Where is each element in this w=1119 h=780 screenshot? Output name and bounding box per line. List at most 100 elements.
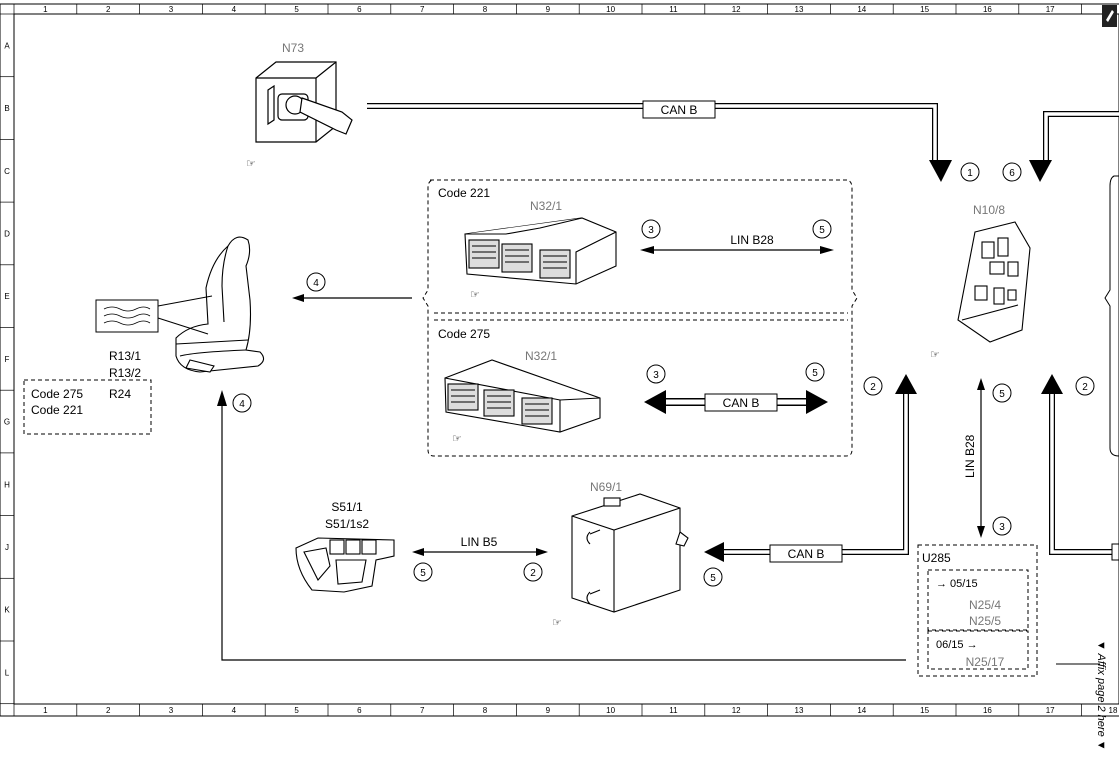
marker-text: 2 xyxy=(530,568,536,579)
label-s51-1: S51/1 xyxy=(331,500,363,514)
arrow-left-head xyxy=(412,548,424,556)
grid-column-label: 12 xyxy=(732,706,741,715)
can-b-top-label: CAN B xyxy=(661,103,698,117)
marker-text: 6 xyxy=(1009,168,1015,179)
grid-column-label: 2 xyxy=(106,706,111,715)
arrow-right-head xyxy=(820,246,834,254)
grid-column-label: 17 xyxy=(1046,5,1055,14)
leader-line xyxy=(157,295,213,307)
affix-note: ▼ Affix page 2 here ▼ xyxy=(1095,640,1107,751)
grid-column-label: 8 xyxy=(483,706,488,715)
marker-circle xyxy=(703,567,723,587)
grid-row-label: J xyxy=(5,543,9,552)
arrow-down-right xyxy=(1029,160,1052,182)
arrow-down-head xyxy=(977,526,985,538)
can-b-bottom-inner xyxy=(722,390,908,554)
label-code-221: Code 221 xyxy=(438,186,490,200)
marker-text: 5 xyxy=(812,368,818,379)
label-r13-1: R13/1 xyxy=(109,349,141,363)
grid-column-label: 9 xyxy=(546,706,551,715)
seat-heater-mat-icon xyxy=(95,299,159,333)
marker-circle xyxy=(1002,162,1022,182)
marker-text: 2 xyxy=(870,382,876,393)
arrow-up-head xyxy=(1041,374,1063,394)
grid-column-label: 2 xyxy=(106,5,111,14)
label-code-221-left: Code 221 xyxy=(31,403,83,417)
marker-circle xyxy=(863,376,883,396)
grid-row-label: K xyxy=(4,606,10,615)
grid-column-label: 1 xyxy=(43,5,48,14)
label-r13-2: R13/2 xyxy=(109,366,141,380)
grid-row-label: H xyxy=(4,480,10,489)
diagram-frame xyxy=(13,13,1119,705)
grid-row-label: B xyxy=(4,104,9,113)
hand-pointer-icon: ☞ xyxy=(552,617,562,629)
can-b-top-box xyxy=(642,100,716,119)
grid-column-label: 10 xyxy=(606,706,615,715)
right-brace xyxy=(1104,175,1119,457)
marker-circle xyxy=(960,162,980,182)
grid-column-label: 12 xyxy=(732,5,741,14)
marker-circle xyxy=(232,393,252,413)
label-n25-5: N25/5 xyxy=(969,614,1001,628)
grid-row-label: G xyxy=(4,418,10,427)
label-n10-8: N10/8 xyxy=(973,203,1005,217)
marker-circle xyxy=(641,219,661,239)
hand-pointer-icon: ☞ xyxy=(470,289,480,301)
marker-text: 4 xyxy=(313,278,319,289)
arrow-right-head xyxy=(536,548,548,556)
grid-column-label: 5 xyxy=(294,5,299,14)
grid-row-label: F xyxy=(5,355,10,364)
grid-column-label: 13 xyxy=(795,5,804,14)
arrow-left-head xyxy=(704,542,724,562)
marker-text: 5 xyxy=(420,568,426,579)
arrow-up-head xyxy=(217,390,227,406)
grid-row-label: E xyxy=(4,292,9,301)
grid-column-label: 3 xyxy=(169,5,174,14)
grid-column-label: 3 xyxy=(169,706,174,715)
marker-text: 5 xyxy=(819,225,825,236)
label-n32-1-a: N32/1 xyxy=(530,199,562,213)
marker-text: 3 xyxy=(999,522,1005,533)
grid-column-label: 7 xyxy=(420,5,425,14)
label-r24: R24 xyxy=(109,387,131,401)
marker-text: 5 xyxy=(999,389,1005,400)
grid-column-label: 15 xyxy=(920,5,929,14)
lin-b28-vertical-label: LIN B28 xyxy=(963,434,977,478)
hand-pointer-icon: ☞ xyxy=(930,349,940,361)
label-n32-1-b: N32/1 xyxy=(525,349,557,363)
grid-column-label: 16 xyxy=(983,706,992,715)
marker-circle xyxy=(1075,376,1095,396)
marker-circle xyxy=(992,516,1012,536)
marker-text: 3 xyxy=(648,225,654,236)
seat-switch-icon xyxy=(295,537,395,593)
grid-column-label: 9 xyxy=(546,5,551,14)
marker-circle xyxy=(413,562,433,582)
marker-text: 2 xyxy=(1082,382,1088,393)
label-n25-4: N25/4 xyxy=(969,598,1001,612)
grid-column-label: 6 xyxy=(357,706,362,715)
grid-column-label: 8 xyxy=(483,5,488,14)
grid-column-label: 16 xyxy=(983,5,992,14)
label-s51-1s2: S51/1s2 xyxy=(325,517,369,531)
marker-circle xyxy=(523,562,543,582)
marker-circle xyxy=(646,364,666,384)
grid-column-label: 11 xyxy=(669,706,678,715)
arrow-left-head xyxy=(640,246,654,254)
marker-text: 4 xyxy=(239,399,245,410)
label-code-275-left: Code 275 xyxy=(31,387,83,401)
marker-text: 1 xyxy=(967,168,973,179)
grid-column-label: 11 xyxy=(669,5,678,14)
seat-icon xyxy=(175,236,265,373)
grid-column-label: 13 xyxy=(795,706,804,715)
date-from: 06/15 → xyxy=(936,639,978,651)
grid-column-label: 10 xyxy=(606,5,615,14)
grid-column-label: 4 xyxy=(232,5,237,14)
label-n69-1: N69/1 xyxy=(590,480,622,494)
arrow-right-head xyxy=(806,390,828,414)
code-frame-left xyxy=(23,379,152,435)
grid-column-label: 4 xyxy=(232,706,237,715)
can-b-mid-box xyxy=(704,393,778,412)
lin-b5-label: LIN B5 xyxy=(461,535,498,549)
label-n73: N73 xyxy=(282,41,304,55)
